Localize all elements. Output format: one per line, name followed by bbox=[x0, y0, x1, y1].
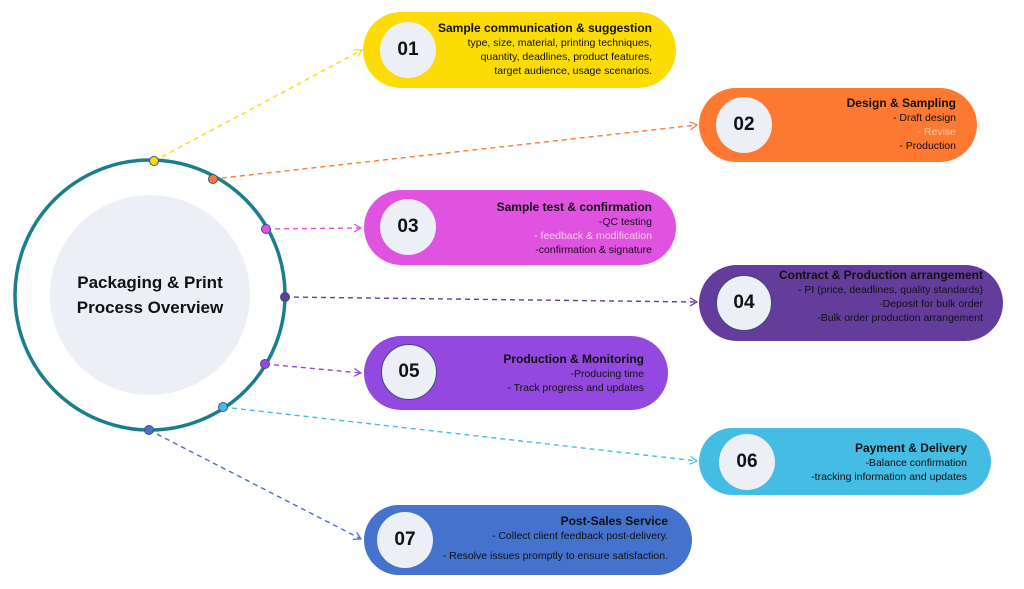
step-number-badge: 02 bbox=[716, 97, 772, 153]
step-detail: - PI (price, deadlines, quality standard… bbox=[797, 284, 983, 296]
step-detail: -Deposit for bulk order bbox=[879, 298, 983, 310]
step-title: Contract & Production arrangement bbox=[778, 268, 983, 282]
step-detail: - Draft design bbox=[892, 112, 956, 124]
step-text: Contract & Production arrangement - PI (… bbox=[779, 268, 983, 325]
step-number-badge: 05 bbox=[381, 344, 437, 400]
step-number-badge: 07 bbox=[377, 512, 433, 568]
connector-arrow-02 bbox=[212, 121, 699, 180]
connector-arrow-04 bbox=[284, 296, 699, 307]
step-text: Design & Sampling - Draft design - Revis… bbox=[847, 96, 956, 153]
step-title: Post-Sales Service bbox=[560, 514, 668, 528]
connector-arrow-03 bbox=[265, 223, 363, 233]
step-text: Sample test & confirmation -QC testing -… bbox=[497, 200, 652, 257]
step-title: Payment & Delivery bbox=[854, 441, 967, 455]
ring-node-06 bbox=[218, 402, 228, 412]
ring-node-02 bbox=[208, 174, 218, 184]
step-detail: -Producing time bbox=[570, 368, 644, 380]
step-text: Payment & Delivery -Balance confirmation… bbox=[811, 441, 967, 484]
step-number-badge: 03 bbox=[380, 199, 436, 255]
step-text: Sample communication & suggestion type, … bbox=[438, 21, 652, 78]
connector-arrow-01 bbox=[153, 49, 364, 162]
connector-arrow-05 bbox=[264, 363, 363, 377]
step-02-pill: 02 Design & Sampling - Draft design - Re… bbox=[699, 88, 977, 162]
ring-node-05 bbox=[260, 359, 270, 369]
step-detail: - Resolve issues promptly to ensure sati… bbox=[442, 550, 668, 562]
ring-node-04 bbox=[280, 292, 290, 302]
step-detail: quantity, deadlines, product features, bbox=[480, 51, 652, 63]
step-detail: - Production bbox=[899, 140, 956, 152]
step-detail: -tracking information and updates bbox=[811, 471, 967, 483]
step-title: Sample test & confirmation bbox=[496, 200, 652, 214]
step-05-pill: 05 Production & Monitoring -Producing ti… bbox=[364, 336, 668, 410]
step-detail: - Collect client feedback post-delivery. bbox=[491, 530, 668, 542]
step-detail: - Revise bbox=[917, 126, 956, 138]
step-detail: -Balance confirmation bbox=[865, 457, 967, 469]
step-detail: -confirmation & signature bbox=[535, 244, 652, 256]
step-number-badge: 04 bbox=[716, 275, 772, 331]
ring-node-07 bbox=[144, 425, 154, 435]
hub-center: Packaging & Print Process Overview bbox=[50, 195, 250, 395]
step-03-pill: 03 Sample test & confirmation -QC testin… bbox=[364, 190, 676, 265]
step-title: Sample communication & suggestion bbox=[437, 21, 652, 35]
step-07-pill: 07 Post-Sales Service - Collect client f… bbox=[364, 505, 692, 575]
ring-node-01 bbox=[149, 156, 159, 166]
step-text: Production & Monitoring -Producing time … bbox=[503, 352, 644, 395]
connector-arrow-07 bbox=[148, 429, 363, 540]
ring-node-03 bbox=[261, 224, 271, 234]
step-06-pill: 06 Payment & Delivery -Balance confirmat… bbox=[699, 428, 991, 495]
step-04-pill: 04 Contract & Production arrangement - P… bbox=[699, 265, 1003, 341]
step-detail: - Track progress and updates bbox=[507, 382, 644, 394]
step-01-pill: 01 Sample communication & suggestion typ… bbox=[363, 12, 676, 88]
step-detail: type, size, material, printing technique… bbox=[467, 37, 652, 49]
step-detail: -Bulk order production arrangement bbox=[817, 312, 983, 324]
step-number-badge: 06 bbox=[719, 434, 775, 490]
step-detail: -QC testing bbox=[598, 216, 652, 228]
step-detail: target audience, usage scenarios. bbox=[494, 65, 652, 77]
step-title: Production & Monitoring bbox=[503, 352, 644, 366]
connector-arrow-06 bbox=[222, 406, 699, 465]
step-text: Post-Sales Service - Collect client feed… bbox=[443, 514, 668, 563]
step-title: Design & Sampling bbox=[846, 96, 956, 110]
step-detail: - feedback & modification bbox=[534, 230, 652, 242]
hub-title: Packaging & Print Process Overview bbox=[76, 273, 224, 317]
step-number-badge: 01 bbox=[380, 22, 436, 78]
